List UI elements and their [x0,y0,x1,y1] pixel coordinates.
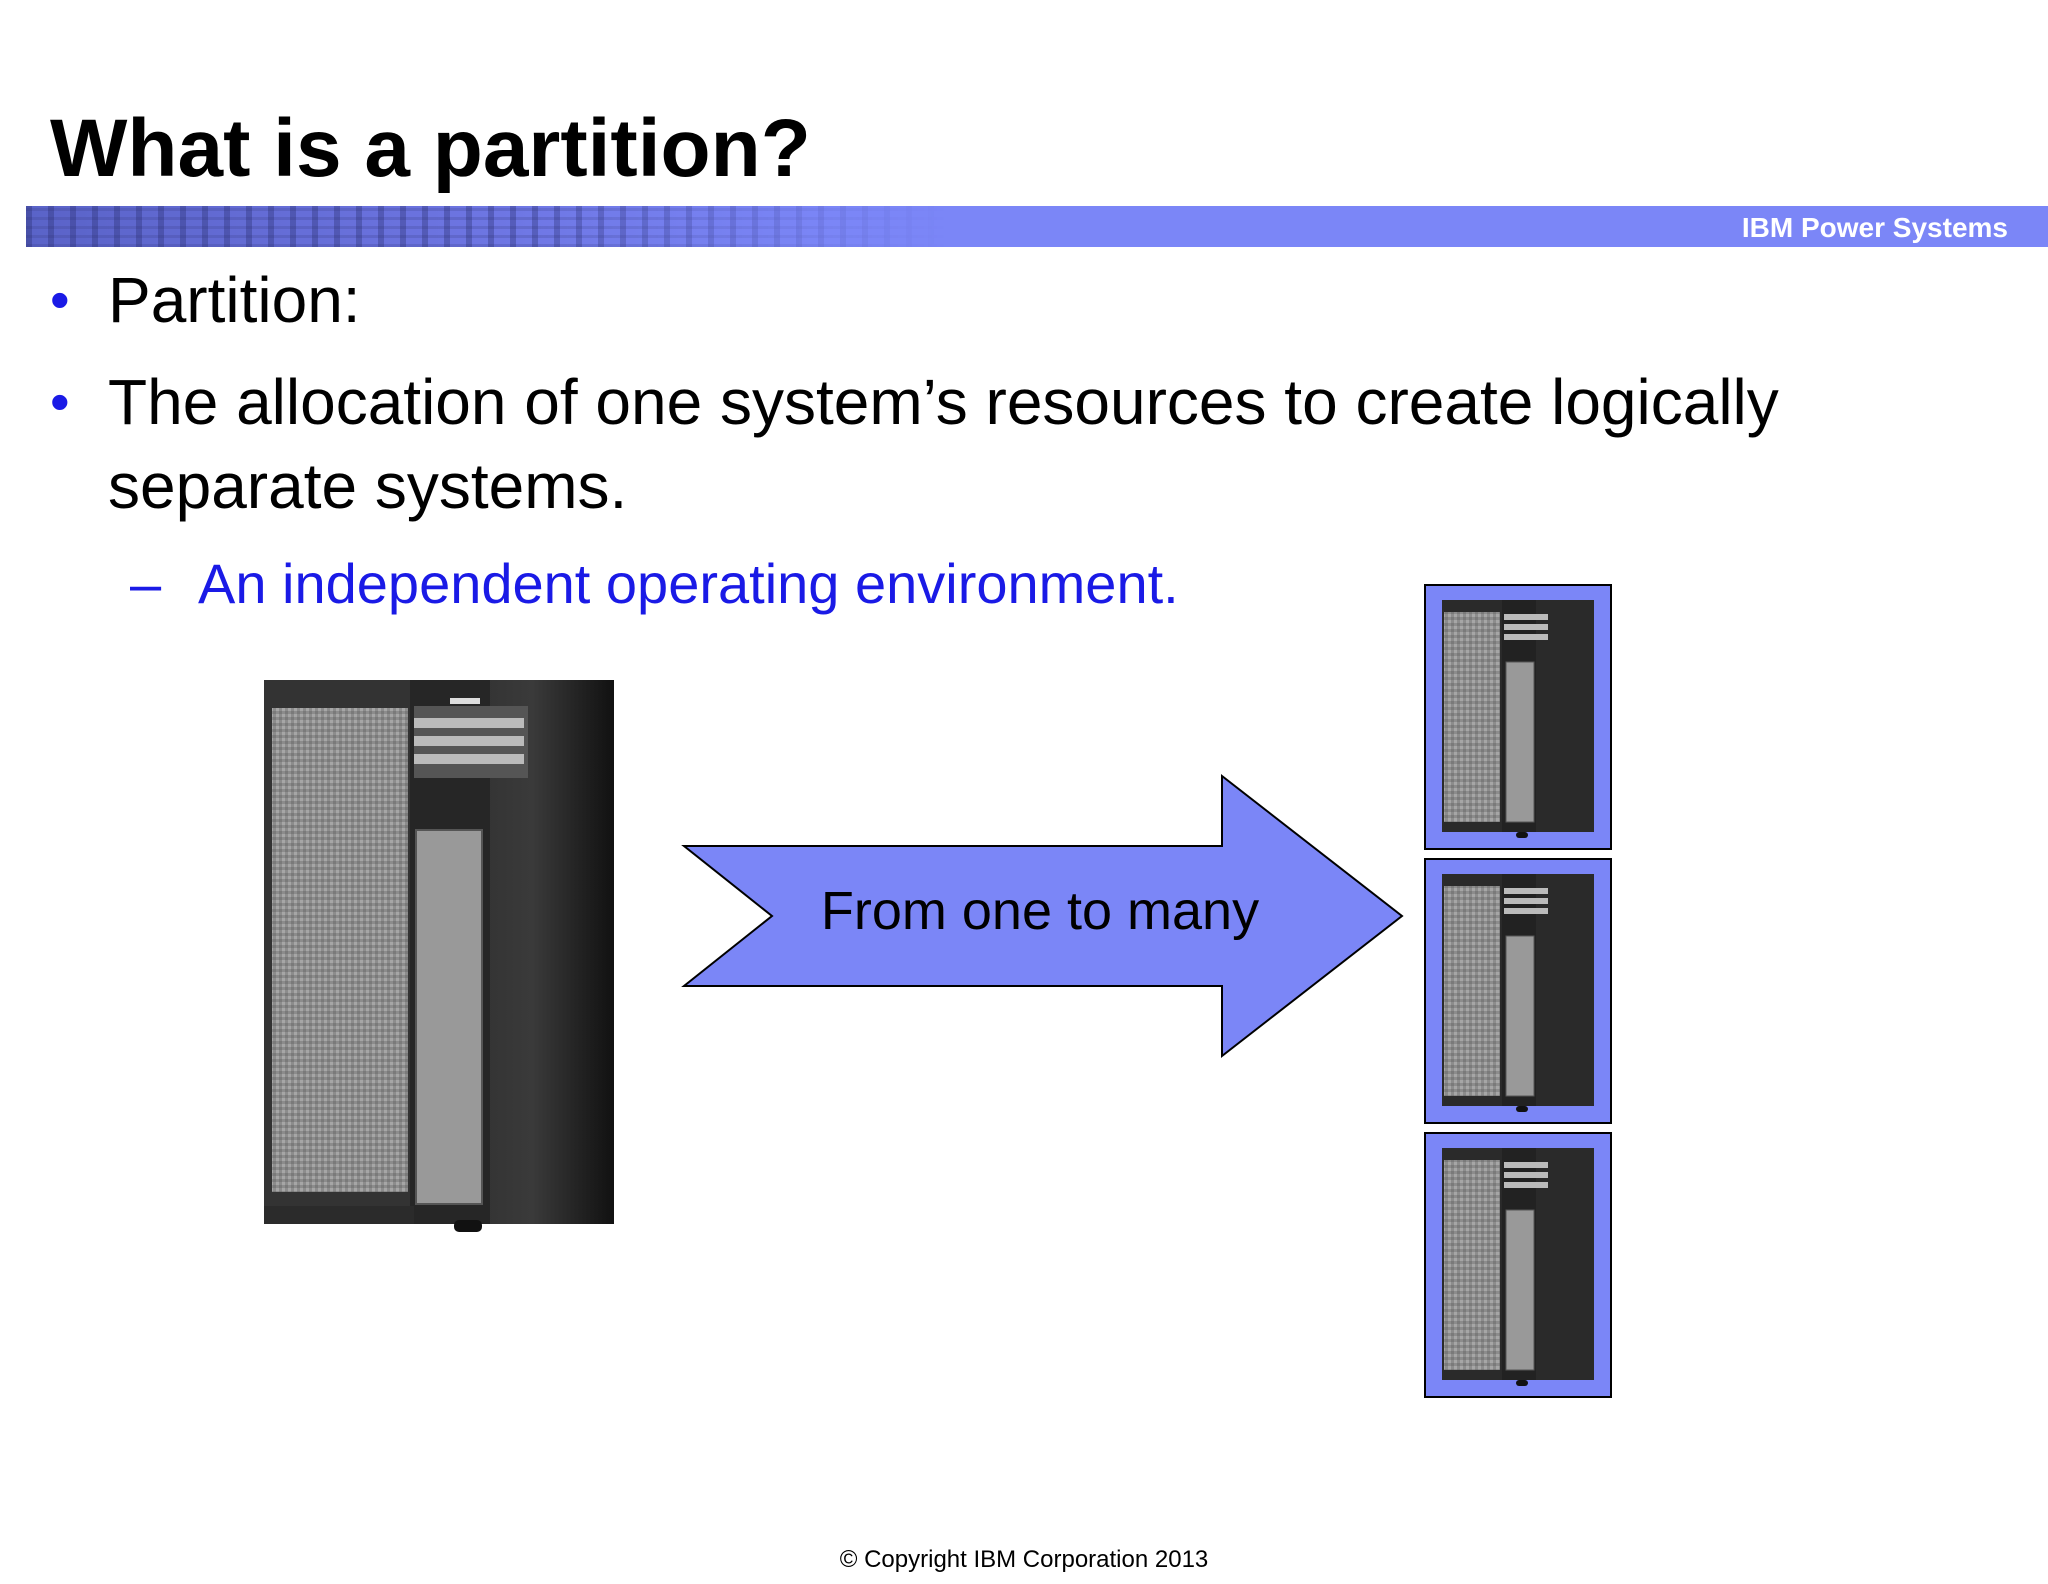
small-server-icon [1424,584,1612,850]
brand-label: IBM Power Systems [1741,212,2008,243]
title-banner: IBM Power Systems [26,206,2048,247]
bullet-text: The allocation of one system’s resources… [108,366,1779,522]
bullet-item-1: • Partition: [50,258,1950,342]
banner-texture [26,206,946,247]
small-server-icon [1424,858,1612,1124]
sub-bullet-text: An independent operating environment. [198,552,1179,615]
large-server-icon [264,680,614,1232]
slide-title: What is a partition? [50,103,811,194]
bullet-text: Partition: [108,264,361,336]
copyright-footer: © Copyright IBM Corporation 2013 [839,1546,1209,1573]
bullet-marker: • [50,268,70,331]
arrow-label: From one to many [820,881,1260,941]
sub-bullet-dash: – [130,552,162,615]
arrow-shape [681,773,1404,1059]
sub-bullet: –An independent operating environment. [130,548,1179,620]
bullet-marker: • [50,370,70,433]
bullet-item-2: • The allocation of one system’s resourc… [50,360,1950,528]
small-server-icon [1424,1132,1612,1398]
